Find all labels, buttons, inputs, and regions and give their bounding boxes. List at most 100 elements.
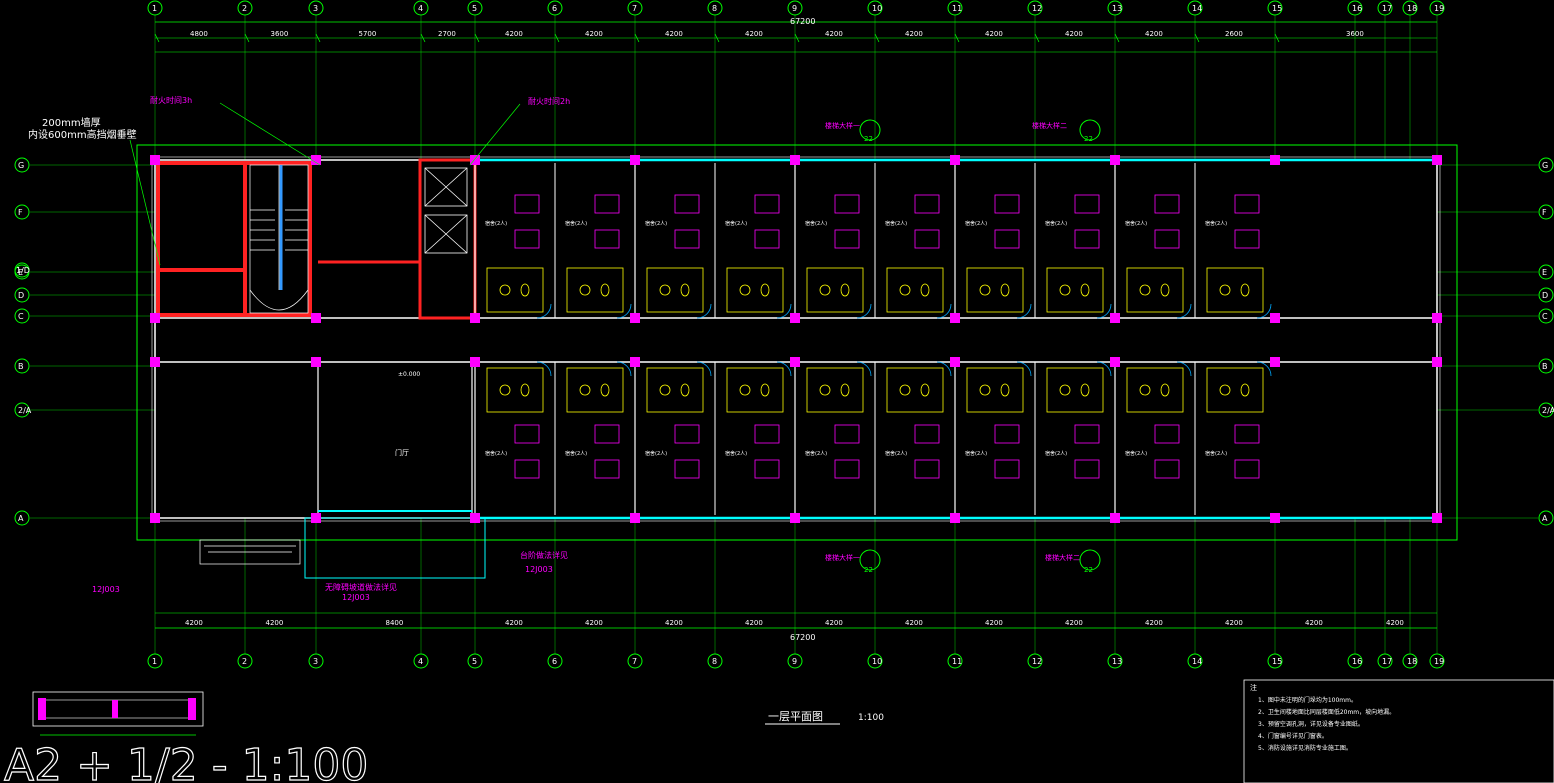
top-dim: 3600 <box>271 30 289 38</box>
fire-wall-core <box>156 161 312 317</box>
row-label-E: E <box>18 268 23 277</box>
grid-label-4: 4 <box>418 657 423 666</box>
drawing-title: 一层平面图 <box>768 710 823 723</box>
column <box>311 513 321 523</box>
row-bubble-D: D <box>1538 287 1554 303</box>
column <box>790 155 800 165</box>
column <box>630 513 640 523</box>
grid-label-4: 4 <box>418 4 423 13</box>
bottom-dim: 4200 <box>585 619 603 627</box>
top-dim: 4200 <box>1145 30 1163 38</box>
grid-label-3: 3 <box>313 4 318 13</box>
room-label-dorm: 宿舍(2人) <box>1205 450 1227 457</box>
bottom-dim: 4200 <box>1145 619 1163 627</box>
detail-bubble-3 <box>859 549 881 571</box>
room-label-dorm: 宿舍(2人) <box>565 220 587 227</box>
row-label-D: D <box>18 291 24 300</box>
column <box>790 313 800 323</box>
stair-detail-label-1: 楼梯大样一 <box>825 121 860 130</box>
grid-label-7: 7 <box>632 4 637 13</box>
detail-number-2: 22 <box>1084 135 1093 143</box>
top-dim: 2600 <box>1225 30 1243 38</box>
stair-detail-label-4: 楼梯大样二 <box>1045 553 1080 562</box>
column <box>470 357 480 367</box>
detail-bubble-4 <box>1079 549 1101 571</box>
grid-label-13: 13 <box>1112 657 1122 666</box>
bottom-dim: 4200 <box>1305 619 1323 627</box>
detail-number-4: 22 <box>1084 566 1093 574</box>
grid-label-1: 1 <box>152 657 157 666</box>
row-label-C: C <box>1542 312 1548 321</box>
grid-label-5: 5 <box>472 657 477 666</box>
grid-label-3: 3 <box>313 657 318 666</box>
grid-label-2: 2 <box>242 4 247 13</box>
column <box>950 513 960 523</box>
entry-steps <box>199 517 486 579</box>
column <box>1270 357 1280 367</box>
bottom-dim: 4200 <box>665 619 683 627</box>
bottom-dim: 4200 <box>825 619 843 627</box>
room-label-dorm: 宿舍(2人) <box>885 220 907 227</box>
column <box>1270 513 1280 523</box>
row-label-G: G <box>18 161 24 170</box>
row-label-D: D <box>1542 291 1548 300</box>
bottom-dim: 4200 <box>905 619 923 627</box>
bottom-dim: 4200 <box>1386 619 1404 627</box>
grid-label-16: 16 <box>1352 4 1362 13</box>
stair-core <box>249 164 309 314</box>
bottom-dim: 4200 <box>266 619 284 627</box>
row-bubble-B: B <box>14 358 30 374</box>
top-dim: 4200 <box>1065 30 1083 38</box>
grid-label-10: 10 <box>872 4 882 13</box>
note-3: 3、预留空调孔洞，详见设备专业图纸。 <box>1258 720 1364 728</box>
column <box>470 313 480 323</box>
top-dim: 4800 <box>190 30 208 38</box>
row-bubble-B: B <box>1538 358 1554 374</box>
room-label-dorm: 宿舍(2人) <box>805 450 827 457</box>
grid-label-11: 11 <box>952 657 962 666</box>
row-bubble-E: E <box>1538 264 1554 280</box>
room-label-dorm: 宿舍(2人) <box>1045 220 1067 227</box>
column <box>1110 155 1120 165</box>
notes-title: 注 <box>1250 683 1257 692</box>
floor-elevation: ±0.000 <box>398 371 420 378</box>
detail-bubble-1 <box>859 119 881 141</box>
note-1: 1、图中未注明的门垛均为100mm。 <box>1258 696 1357 704</box>
column <box>1110 357 1120 367</box>
row-bubble-D: D <box>14 287 30 303</box>
top-dim: 4200 <box>505 30 523 38</box>
column <box>1110 313 1120 323</box>
room-label-dorm: 宿舍(2人) <box>965 450 987 457</box>
top-dim: 4200 <box>825 30 843 38</box>
notes-panel: 注 1、图中未注明的门垛均为100mm。 2、卫生间楼地面比同层楼面低20mm，… <box>1243 679 1554 783</box>
room-label-dorm: 宿舍(2人) <box>725 450 747 457</box>
column <box>1110 513 1120 523</box>
row-bubble-2/A: 2/A <box>1538 402 1554 418</box>
row-label-F: F <box>18 208 23 217</box>
grid-label-1: 1 <box>152 4 157 13</box>
row-label-F: F <box>1542 208 1547 217</box>
overall-dim-bottom: 67200 <box>790 633 815 642</box>
column <box>630 357 640 367</box>
top-dim: 4200 <box>985 30 1003 38</box>
mini-plan <box>32 691 204 736</box>
ramp-label-2: 无障碍坡道做法详见 <box>325 582 397 592</box>
bottom-dim: 4200 <box>985 619 1003 627</box>
fire-rating-2h: 耐火时间2h <box>528 96 570 106</box>
column <box>950 313 960 323</box>
top-dim: 4200 <box>585 30 603 38</box>
grid-label-7: 7 <box>632 657 637 666</box>
grid-label-19: 19 <box>1434 4 1444 13</box>
column <box>311 155 321 165</box>
grid-label-6: 6 <box>552 4 557 13</box>
top-dim: 5700 <box>359 30 377 38</box>
column <box>470 513 480 523</box>
bottom-dim: 4200 <box>505 619 523 627</box>
grid-label-8: 8 <box>712 4 717 13</box>
grid-label-18: 18 <box>1407 657 1417 666</box>
row-bubble-A: A <box>1538 510 1554 526</box>
room-label-dorm: 宿舍(2人) <box>645 450 667 457</box>
row-bubble-F: F <box>1538 204 1554 220</box>
